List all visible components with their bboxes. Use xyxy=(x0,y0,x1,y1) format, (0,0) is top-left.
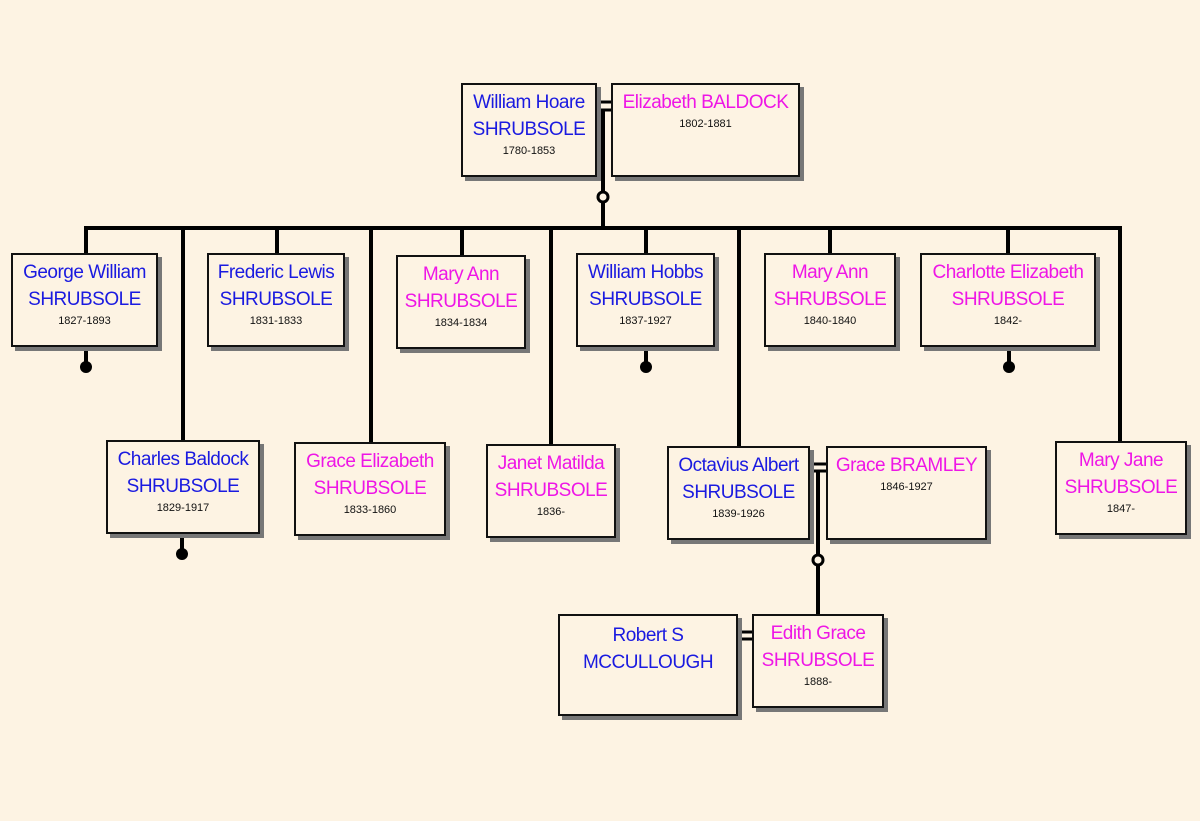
person-years: 1831-1833 xyxy=(249,315,303,327)
person-years: 1802-1881 xyxy=(679,118,732,130)
person-name: Grace BRAMLEY xyxy=(835,455,978,476)
person-years: 1837-1927 xyxy=(619,315,672,327)
person-years: 1888- xyxy=(803,676,833,688)
person-years: 1829-1917 xyxy=(156,502,210,514)
person-card-grace-bramley[interactable]: Grace BRAMLEY 1846-1927 xyxy=(826,446,987,540)
person-years: 1827-1893 xyxy=(58,315,111,327)
person-name: Elizabeth BALDOCK xyxy=(622,92,789,113)
union-node-parents xyxy=(596,190,610,204)
person-card-elizabeth-baldock[interactable]: Elizabeth BALDOCK 1802-1881 xyxy=(611,83,800,177)
person-years: 1842- xyxy=(993,315,1023,327)
person-years: 1846-1927 xyxy=(880,481,933,493)
person-years: 1839-1926 xyxy=(712,508,765,520)
person-years: 1780-1853 xyxy=(502,145,556,157)
person-years: 1834-1834 xyxy=(434,317,488,329)
descendant-dot-charles xyxy=(176,548,188,560)
person-years: 1833-1860 xyxy=(343,504,397,516)
person-years: 1840-1840 xyxy=(803,315,857,327)
descendant-dot-george xyxy=(80,361,92,373)
person-years: 1836- xyxy=(536,506,566,518)
descendant-dot-charlotte xyxy=(1003,361,1015,373)
person-years: 1847- xyxy=(1106,503,1136,515)
descendant-dot-william-hobbs xyxy=(640,361,652,373)
union-node-octavius xyxy=(811,553,825,567)
